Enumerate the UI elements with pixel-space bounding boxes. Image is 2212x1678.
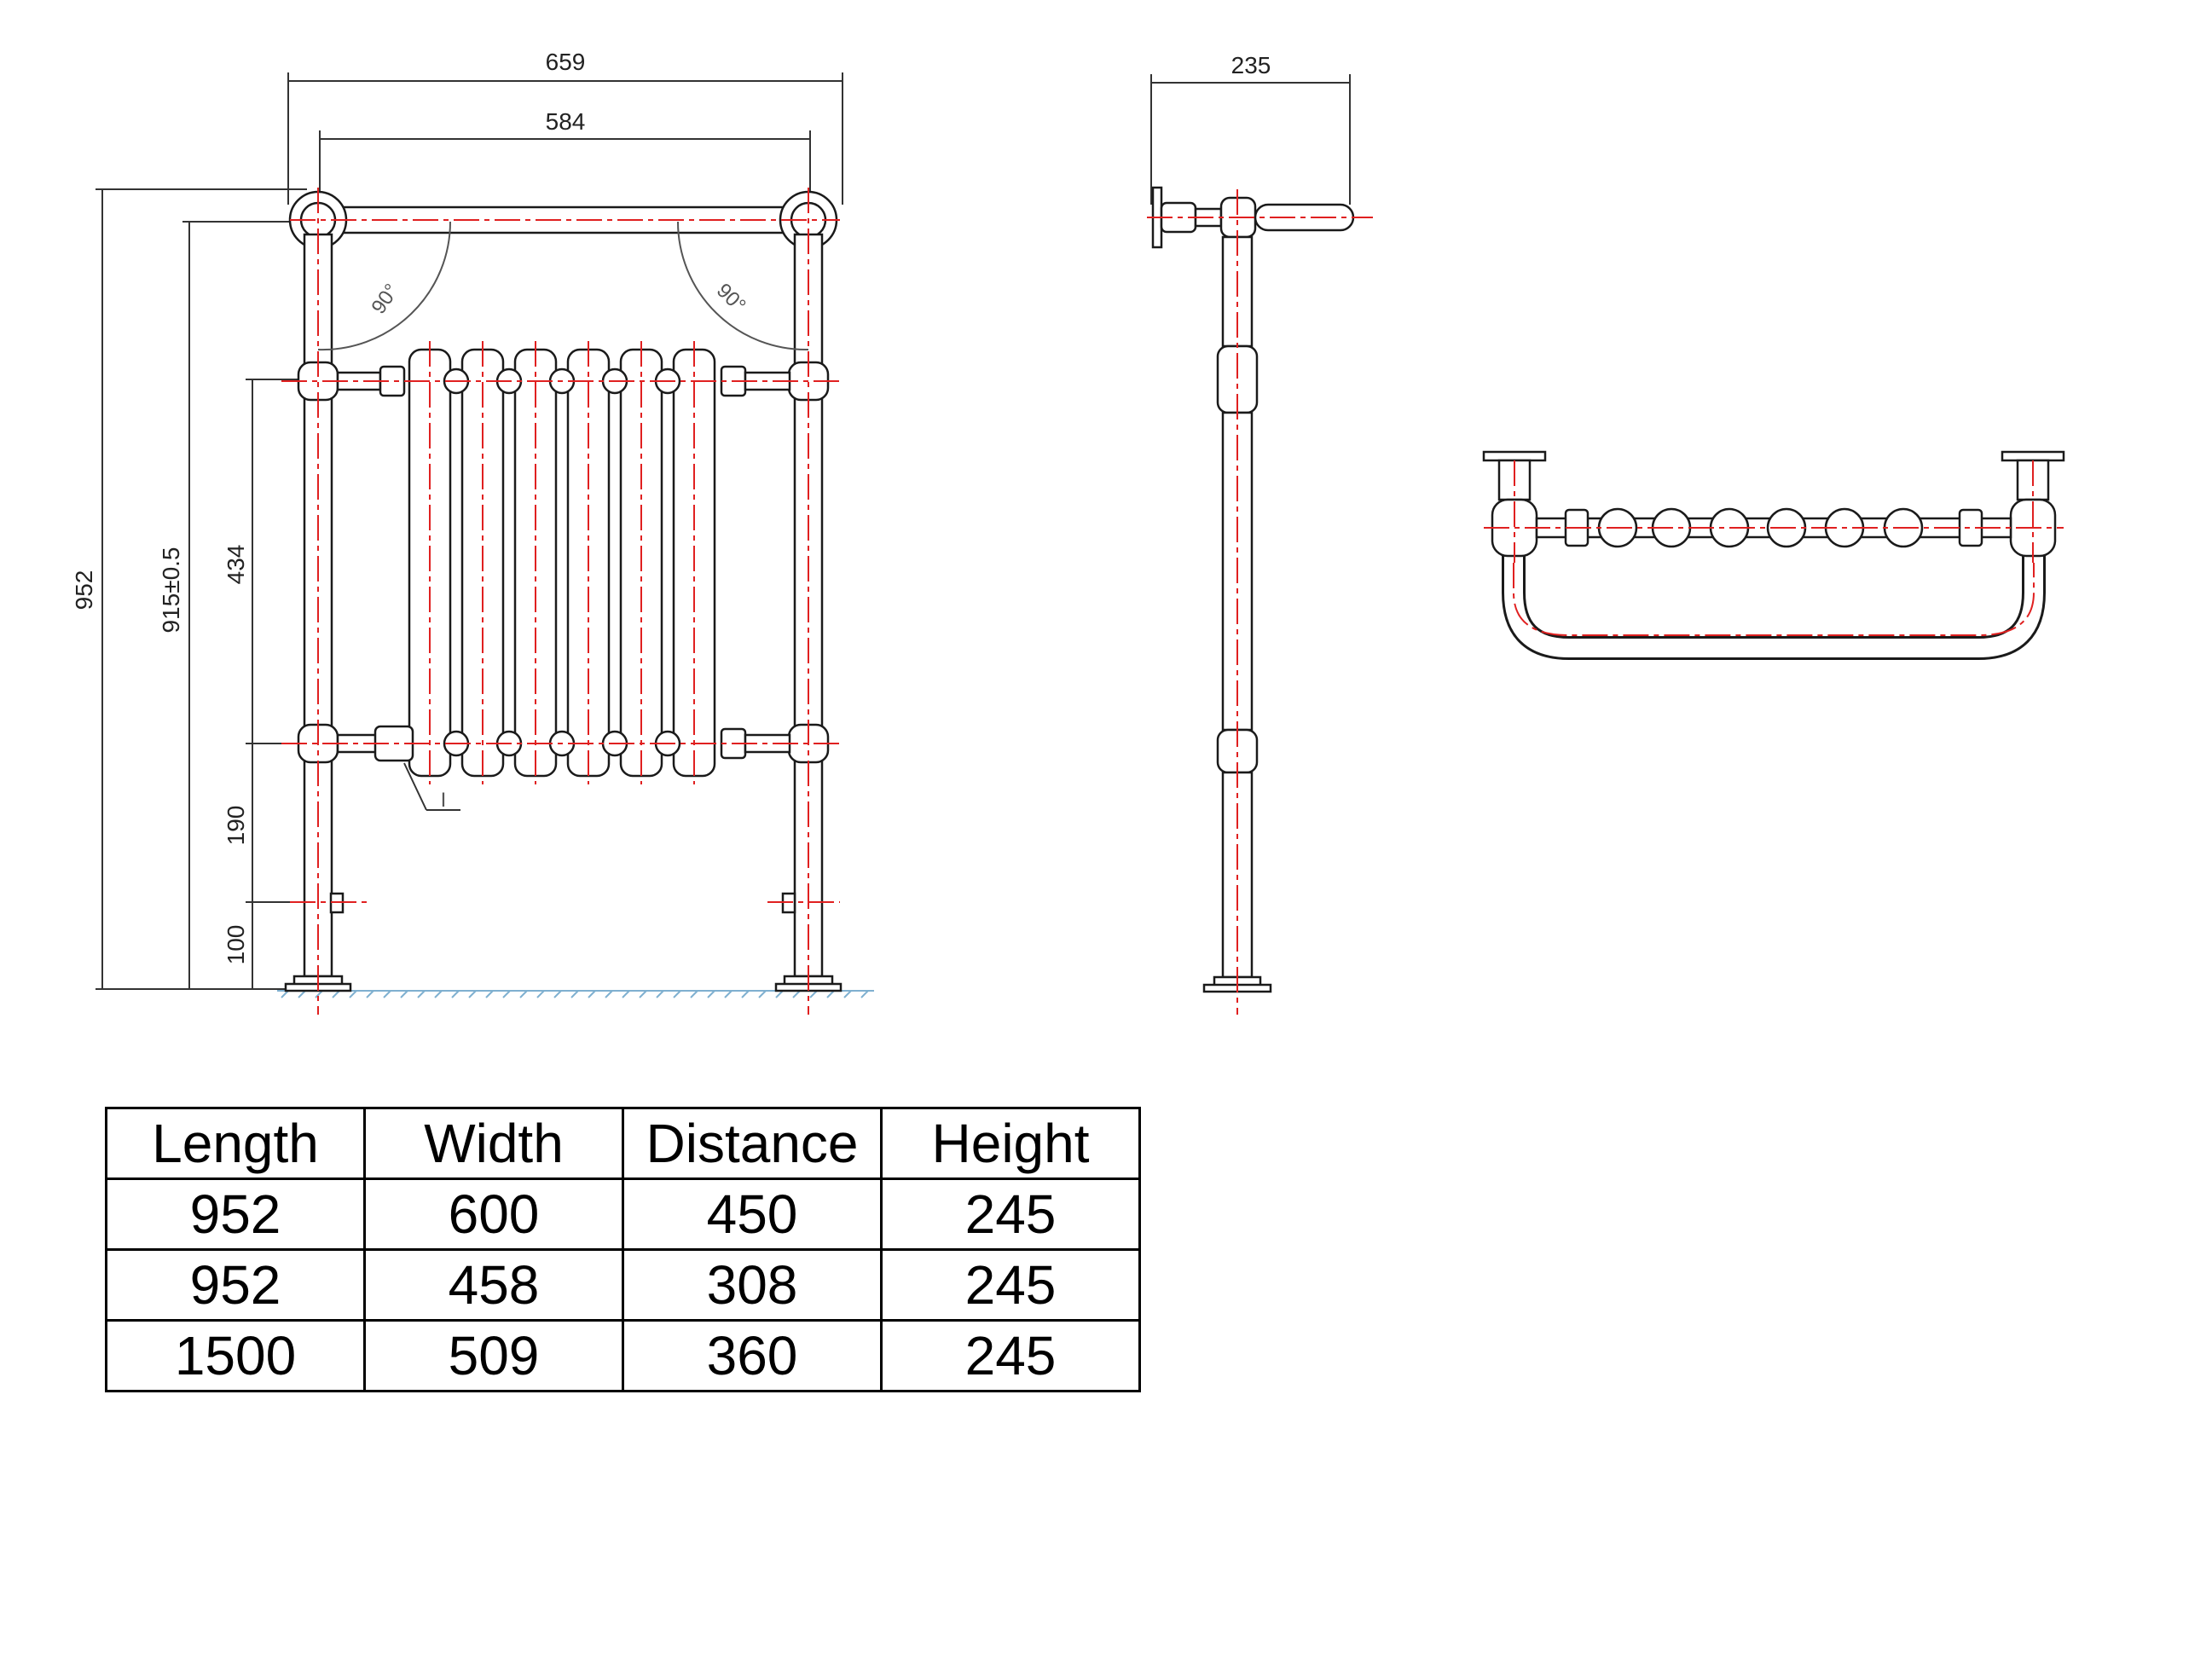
dim-depth xyxy=(1150,74,1351,205)
dim-verticals xyxy=(96,188,392,990)
spec-table-header-row: Length Width Distance Height xyxy=(105,1107,1141,1180)
angle-left-label: 90° xyxy=(367,280,403,318)
cell-height: 245 xyxy=(880,1319,1141,1392)
angle-right-label: 90° xyxy=(712,279,750,317)
dim-inner-width-label: 584 xyxy=(546,108,586,135)
dim-connection-centres-label: 434 xyxy=(223,545,249,585)
cell-distance: 450 xyxy=(622,1177,883,1251)
radiator-side-outline xyxy=(1151,186,1355,993)
header-length: Length xyxy=(105,1107,366,1180)
cell-length: 1500 xyxy=(105,1319,366,1392)
spec-table: Length Width Distance Height 952 600 450… xyxy=(105,1107,1141,1392)
cell-width: 458 xyxy=(363,1248,624,1322)
angle-arcs xyxy=(317,221,809,351)
table-row: 952 600 450 245 xyxy=(105,1177,1141,1251)
cell-width: 600 xyxy=(363,1177,624,1251)
dim-overall-width xyxy=(287,72,843,205)
side-centerlines xyxy=(1147,189,1373,1015)
detail-leader xyxy=(403,762,460,811)
top-centerlines xyxy=(1484,460,2064,636)
table-row: 952 458 308 245 xyxy=(105,1248,1141,1322)
dim-lower-height-label: 190 xyxy=(223,806,249,846)
cell-width: 509 xyxy=(363,1319,624,1392)
dim-overall-width-label: 659 xyxy=(546,49,586,75)
header-width: Width xyxy=(363,1107,624,1180)
top-view xyxy=(1482,450,2065,660)
dim-centre-height-label: 915±0.5 xyxy=(158,547,184,633)
cell-length: 952 xyxy=(105,1248,366,1322)
table-row: 1500 509 360 245 xyxy=(105,1319,1141,1392)
cell-distance: 360 xyxy=(622,1319,883,1392)
cell-distance: 308 xyxy=(622,1248,883,1322)
ground-line xyxy=(277,990,874,998)
dim-inner-width xyxy=(319,130,811,209)
radiator-top-outline xyxy=(1482,450,2065,660)
cell-length: 952 xyxy=(105,1177,366,1251)
front-view: 659 584 952 915±0.5 434 190 100 xyxy=(71,49,874,1015)
radiator-front-outline xyxy=(284,190,843,992)
detail-marker-label: I xyxy=(441,789,447,812)
cell-height: 245 xyxy=(880,1248,1141,1322)
front-centerlines xyxy=(281,188,844,1015)
side-view: 235 xyxy=(1147,52,1373,1015)
header-distance: Distance xyxy=(622,1107,883,1180)
dim-depth-label: 235 xyxy=(1231,52,1271,78)
header-height: Height xyxy=(880,1107,1141,1180)
dim-foot-height-label: 100 xyxy=(223,925,249,965)
cell-height: 245 xyxy=(880,1177,1141,1251)
dim-total-height-label: 952 xyxy=(71,570,97,610)
